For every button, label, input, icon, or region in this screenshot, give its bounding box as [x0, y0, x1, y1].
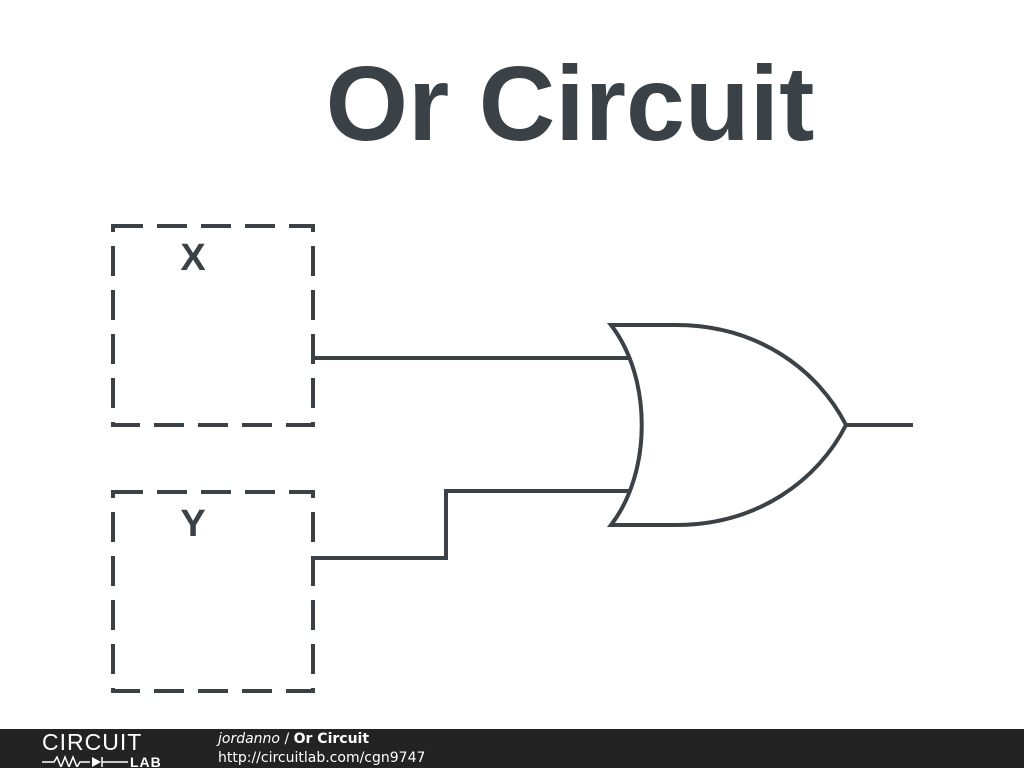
input-x-label: X: [180, 237, 206, 279]
diagram-title: Or Circuit: [326, 45, 815, 163]
project-url[interactable]: http://circuitlab.com/cgn9747: [218, 750, 426, 766]
author-link[interactable]: jordanno: [218, 731, 280, 747]
input-x-dashed-box: [111, 224, 315, 427]
resistor-icon: [42, 754, 90, 767]
logo-word: CIRCUIT: [42, 731, 142, 755]
diode-icon: [92, 757, 101, 767]
credit-separator: /: [280, 731, 294, 747]
input-y-label: Y: [180, 503, 205, 545]
project-title: Or Circuit: [293, 731, 370, 747]
input-y-dashed-box: [111, 490, 315, 693]
or-gate: [606, 323, 849, 527]
wire-y-to-gate: [313, 489, 630, 560]
footer-bar: CIRCUIT LAB jordanno / Or Circuit http:/…: [0, 729, 1024, 768]
input-x: X: [111, 224, 315, 427]
circuitlab-logo[interactable]: CIRCUIT LAB: [40, 731, 180, 767]
credit-line: jordanno / Or Circuit: [218, 730, 369, 748]
logo-lab: LAB: [130, 754, 162, 767]
input-y: Y: [111, 490, 315, 693]
